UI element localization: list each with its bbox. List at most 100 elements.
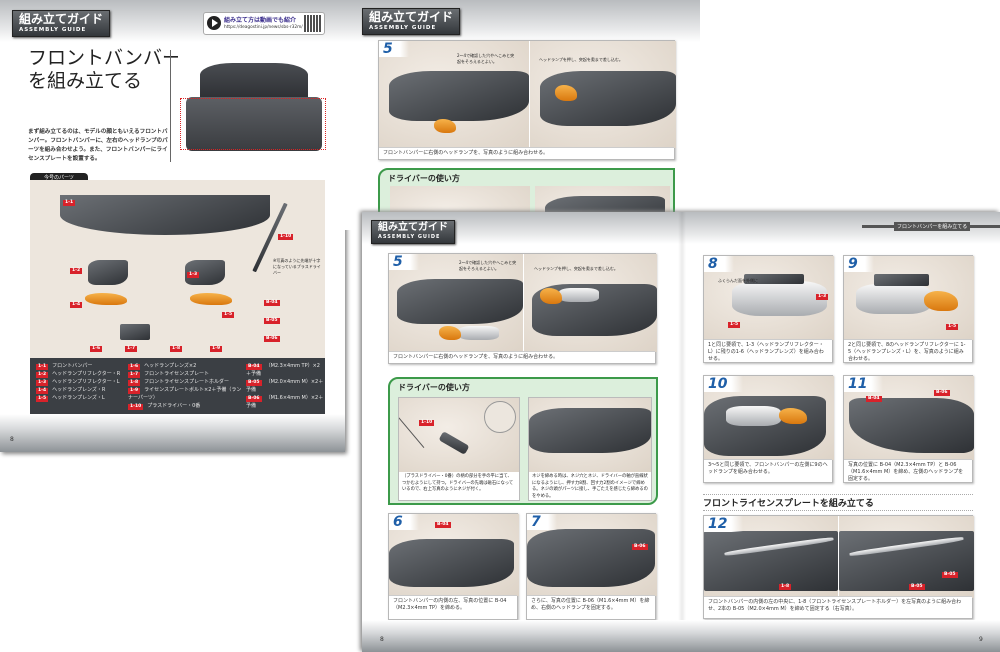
part-tag: 1-4: [70, 302, 83, 308]
part-tag: 1-10: [419, 420, 435, 426]
qr-code-icon: [304, 15, 321, 32]
step-caption: フロントバンパーに右側のヘッドランプを、写真のように組み合わせる。: [389, 351, 655, 363]
part-tag: 1-1: [63, 200, 76, 206]
part-tag: 1-5: [728, 322, 741, 328]
badge-jp: 組み立てガイド: [19, 12, 104, 26]
section-header-label: フロントバンパーを組み立てる: [862, 222, 1000, 233]
step-note: ヘッドランプを押し、突起を奥まで差し込む。: [534, 266, 618, 271]
parts-list-item: B-04（M2.3×4mm TP）×2＋予備: [246, 363, 320, 377]
parts-photo: ※写真のように先端が十字になっているプラスドライバー 1-1 1-2 1-3 1…: [30, 180, 325, 358]
step-caption: 2と同じ要領で、8のヘッドランプリフレクターに 1-5（ヘッドランプレンズ・L）…: [844, 339, 972, 362]
part-tag: B-05: [264, 318, 280, 324]
part-tag: 1-2: [70, 268, 83, 274]
part-tag: 1-3: [187, 272, 200, 278]
car-front-photo: [178, 55, 330, 161]
part-tag: 1-6: [90, 346, 103, 352]
part-tag: B-05: [942, 572, 958, 578]
step-10: 10 3〜5と同じ要領で、フロントバンパーの左側に9のヘッドランプを組み合わせる…: [703, 375, 834, 483]
step-5: 5 2〜4で確認した穴やへこみと突起をそろえるとよい。 ヘッドランプを押し、突起…: [388, 253, 657, 364]
part-tag: 1-9: [210, 346, 223, 352]
part-tag: B-04: [264, 300, 280, 306]
step-7: 7 B-06 さらに、写真の位置に B-06（M1.6×4mm M）を締め、右側…: [526, 513, 657, 620]
page-footer: [0, 414, 345, 452]
video-label: 組み立て方は動画でも紹介: [224, 17, 297, 24]
step-9: 9 1-5 2と同じ要領で、8のヘッドランプリフレクターに 1-5（ヘッドランプ…: [843, 255, 974, 363]
driver-panel-2: ネジを締める時は、ネジ穴とネジ、ドライバーの軸が直線状になるようにし、押す力8割…: [528, 397, 652, 501]
play-icon: [207, 16, 221, 30]
page-8-intro: 組み立てガイド ASSEMBLY GUIDE 組み立て方は動画でも紹介 http…: [0, 0, 345, 452]
page-title: フロントバンバー を組み立てる: [28, 47, 181, 93]
step-number: 5: [379, 41, 409, 57]
video-url[interactable]: https://deagostini.jp/news/sbs-r32m/: [224, 25, 303, 30]
badge-jp: 組み立てガイド: [369, 10, 454, 24]
part-tag: B-06: [632, 544, 648, 550]
part-tag: B-05: [909, 584, 925, 590]
spread-pages-8-9: 組み立てガイド ASSEMBLY GUIDE フロントバンパーを組み立てる 5 …: [362, 212, 1000, 652]
step-number: 12: [704, 516, 744, 532]
spine-shadow: [678, 212, 686, 652]
step-note: 2〜4で確認した穴やへこみと突起をそろえるとよい。: [459, 260, 517, 271]
part-tag: B-04: [435, 522, 451, 528]
intro-text: まず組み立てるのは、モデルの顔ともいえるフロントバンパー。フロントバンパーに、左…: [28, 129, 168, 162]
step-12: 12 1-8 B-05 B-05 フロントバンパーの内側の左の中央に、1-8（フ…: [703, 515, 974, 619]
video-link-box[interactable]: 組み立て方は動画でも紹介 https://deagostini.jp/news/…: [203, 12, 325, 35]
assembly-guide-badge: 組み立てガイド ASSEMBLY GUIDE: [371, 220, 455, 244]
step-6: 6 B-04 フロントバンパーの内側の左、写真の位置に B-04（M2.3×4m…: [388, 513, 519, 620]
step-caption: 写真の位置に B-04（M2.3×4mm TP）と B-06（M1.6×4mm …: [844, 459, 972, 482]
title-line-1: フロントバンバー: [28, 47, 181, 69]
step-8: 8 ふくらんだ面を外側に 1-3 1-5 1と同じ要領で、1-3（ヘッドランプリ…: [703, 255, 834, 363]
part-tag: 1-5: [946, 324, 959, 330]
page-number-left: 8: [380, 636, 384, 643]
badge-en: ASSEMBLY GUIDE: [19, 27, 87, 33]
panel-caption: （プラスドライバー・0番）の柄の部分を手の平に当て、つかむようにして持つ。ドライ…: [402, 474, 514, 492]
parts-list-item: B-05（M2.0×4mm M）×2＋予備: [246, 379, 324, 393]
step-number: 10: [704, 376, 744, 392]
step-number: 7: [527, 514, 557, 530]
box-title: ドライバーの使い方: [398, 383, 470, 392]
driver-note: ※写真のように先端が十字になっているプラスドライバー: [273, 258, 321, 275]
step-caption: 3〜5と同じ要領で、フロントバンパーの左側に9のヘッドランプを組み合わせる。: [704, 459, 832, 482]
step-11: 11 B-04 B-06 写真の位置に B-04（M2.3×4mm TP）と B…: [843, 375, 974, 483]
parts-list-item: B-06（M1.6×4mm M）×2＋予備: [246, 395, 324, 409]
driver-usage-box: ドライバーの使い方 1-10 （プラスドライバー・0番）の柄の部分を手の平に当て…: [388, 377, 658, 505]
page-number-right: 9: [979, 636, 983, 643]
assembly-guide-badge: 組み立てガイド ASSEMBLY GUIDE: [12, 10, 111, 37]
step-number: 6: [389, 514, 419, 530]
page-header: [362, 212, 1000, 244]
step-note: 2〜4で確認した穴やへこみと突起をそろえるとよい。: [457, 53, 515, 64]
badge-jp: 組み立てガイド: [378, 222, 448, 233]
panel-caption: ネジを締める時は、ネジ穴とネジ、ドライバーの軸が直線状になるようにし、押す力8割…: [532, 474, 648, 499]
part-tag: 1-3: [816, 294, 829, 300]
title-line-2: を組み立てる: [28, 70, 143, 92]
step-number: 8: [704, 256, 734, 272]
step-number: 5: [389, 254, 419, 270]
part-tag: B-06: [934, 390, 950, 396]
step-number: 11: [844, 376, 884, 392]
step-caption: 1と同じ要領で、1-3（ヘッドランプリフレクター・L）に残りの1-6（ヘッドラン…: [704, 339, 832, 362]
part-tag: 1-8: [779, 584, 792, 590]
page-footer: [362, 620, 1000, 652]
driver-panel-1: 1-10 （プラスドライバー・0番）の柄の部分を手の平に当て、つかむようにして持…: [398, 397, 520, 501]
section-title: フロントライセンスプレートを組み立てる: [703, 494, 973, 511]
part-tag: B-04: [866, 396, 882, 402]
step-5-back: 5 2〜4で確認した穴やへこみと突起をそろえるとよい。 ヘッドランプを押し、突起…: [378, 40, 676, 160]
badge-en: ASSEMBLY GUIDE: [378, 234, 441, 240]
step-caption: フロントバンパーの内側の左の中央に、1-8（フロントライセンスプレートホルダー）…: [704, 596, 972, 618]
step-caption: さらに、写真の位置に B-06（M1.6×4mm M）を締め、右側のヘッドランプ…: [527, 595, 655, 619]
part-tag: 1-8: [170, 346, 183, 352]
step-note: ふくらんだ面を外側に: [718, 278, 758, 283]
step-caption: フロントバンパーに右側のヘッドランプを、写真のように組み合わせる。: [379, 147, 674, 159]
page-8-steps-back: 組み立てガイド ASSEMBLY GUIDE 5 2〜4で確認した穴やへこみと突…: [345, 0, 700, 230]
badge-en: ASSEMBLY GUIDE: [369, 25, 437, 31]
page-number: 8: [10, 436, 14, 443]
step-number: 9: [844, 256, 874, 272]
